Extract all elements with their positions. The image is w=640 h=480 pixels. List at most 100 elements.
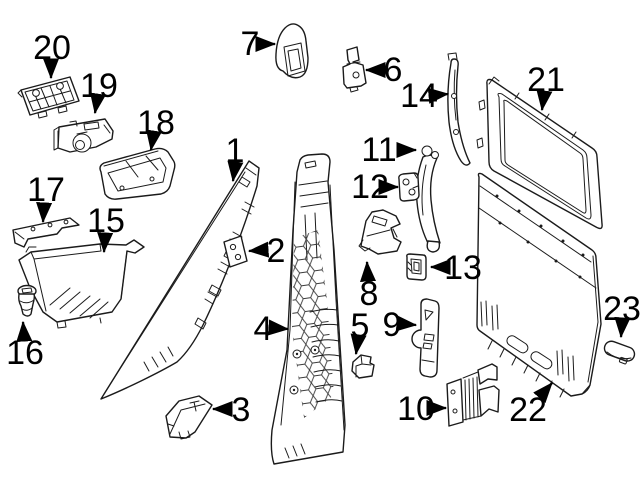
hole <box>402 178 410 186</box>
hole <box>453 129 459 135</box>
hole <box>47 222 53 228</box>
callout-5: 5 <box>350 307 370 356</box>
callout-5-arrow <box>350 333 367 356</box>
end-cap <box>426 240 441 253</box>
callouts-layer: 1 2 3 4 5 6 7 8 <box>6 25 640 429</box>
callout-20-label: 20 <box>33 29 71 67</box>
callout-21-arrow <box>536 89 553 112</box>
hole <box>408 188 416 196</box>
edge-lines <box>280 181 345 459</box>
hole <box>149 176 155 182</box>
parts-layer <box>12 23 636 465</box>
callout-6-label: 6 <box>384 51 403 89</box>
callout-14-arrow <box>427 87 450 104</box>
bottom-hatch <box>487 340 565 398</box>
part-1-a-pillar-trim <box>100 160 260 400</box>
slits <box>480 300 575 382</box>
callout-17-arrow <box>36 202 53 224</box>
hole <box>119 185 125 191</box>
outline <box>406 253 427 281</box>
rivet <box>539 224 543 228</box>
part-9-trim-strip <box>411 298 440 378</box>
hole <box>450 389 456 395</box>
part-15-stowage-pocket <box>18 239 145 329</box>
head-slot <box>21 287 33 294</box>
part-10-bracket <box>446 363 500 427</box>
nozzle-opening <box>75 140 85 150</box>
outline <box>275 23 309 79</box>
callout-18: 18 <box>137 104 175 152</box>
inner-line <box>421 164 427 216</box>
callout-3-label: 3 <box>232 391 251 429</box>
rivet <box>495 194 499 198</box>
outline <box>411 298 440 378</box>
callout-19: 19 <box>80 67 118 115</box>
rim <box>24 80 75 112</box>
callout-5-label: 5 <box>351 307 370 345</box>
mesh-region <box>292 230 334 418</box>
part-17-sill-strip <box>12 217 80 248</box>
callout-15-label: 15 <box>87 202 125 240</box>
callout-13: 13 <box>429 249 482 287</box>
hole <box>234 253 242 261</box>
part-20-grille-panel <box>17 76 80 119</box>
callout-19-arrow <box>90 92 106 115</box>
details <box>358 215 398 252</box>
part-14-trim-rail <box>447 52 471 166</box>
rivet <box>581 253 585 257</box>
end-plate <box>53 124 111 151</box>
callout-4: 4 <box>254 310 290 348</box>
floor-hatch <box>49 287 109 319</box>
fold-line <box>14 231 58 240</box>
outline <box>486 78 603 230</box>
callout-12: 12 <box>351 168 400 206</box>
body <box>18 293 36 317</box>
callout-21-label: 21 <box>527 61 565 99</box>
callout-6: 6 <box>364 51 403 89</box>
callout-16-arrow <box>16 320 33 343</box>
edge-ticks <box>488 76 577 139</box>
callout-22-arrow <box>533 382 553 404</box>
part-22-partition-lower-panel <box>476 172 602 398</box>
latch-details <box>421 309 435 363</box>
slot <box>530 351 553 370</box>
rivet <box>554 259 558 263</box>
callout-4-label: 4 <box>254 310 273 348</box>
window-frame-inner <box>503 99 587 214</box>
callout-12-label: 12 <box>351 168 389 206</box>
callout-8-arrow <box>359 260 377 282</box>
grid-lines <box>32 83 67 110</box>
part-19-vent-bracket <box>53 118 114 153</box>
callout-1: 1 <box>226 132 245 183</box>
details <box>346 61 361 93</box>
callout-3: 3 <box>211 391 251 429</box>
callout-14: 14 <box>400 77 450 115</box>
fold-lines <box>355 354 372 378</box>
outline <box>165 395 213 439</box>
rim <box>103 150 167 192</box>
ribs <box>462 371 482 421</box>
tab <box>618 356 628 365</box>
flange-lines <box>478 185 599 395</box>
part-4-b-pillar-trim <box>270 153 346 465</box>
callout-9-label: 9 <box>383 306 402 344</box>
outline <box>100 160 260 400</box>
left-plate <box>446 378 464 427</box>
callout-20: 20 <box>33 29 71 80</box>
callout-1-label: 1 <box>226 132 245 170</box>
hatch <box>143 346 174 372</box>
part-12-mounting-plate <box>398 172 420 202</box>
part-21-partition-upper-panel <box>476 76 603 230</box>
part-3-cover-cap <box>165 395 213 440</box>
mount-boss <box>421 145 433 157</box>
hole <box>56 82 64 90</box>
part-11-grab-handle <box>415 145 441 253</box>
callout-23-label: 23 <box>603 290 640 328</box>
boss-center <box>313 348 317 352</box>
hook-top <box>477 363 498 385</box>
mount-boss <box>431 151 439 159</box>
outline <box>99 147 176 200</box>
callout-15-arrow <box>97 232 114 254</box>
body-lines <box>19 299 35 311</box>
callout-17: 17 <box>27 171 65 224</box>
